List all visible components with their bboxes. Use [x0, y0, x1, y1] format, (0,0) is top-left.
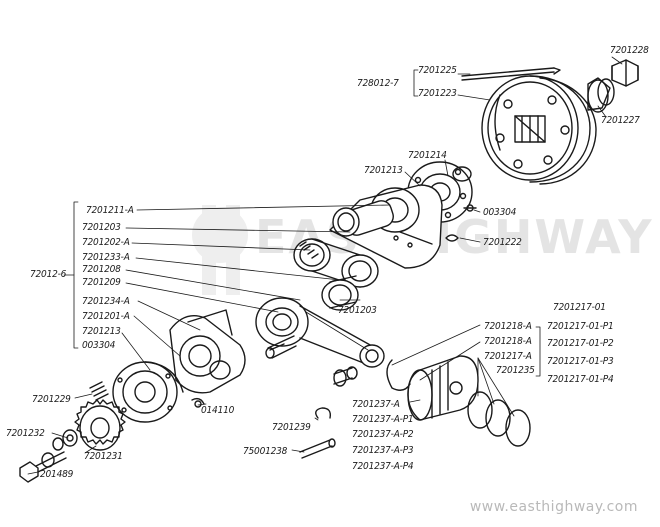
label-7201217-A: 7201217-A	[484, 351, 532, 362]
circlip	[315, 407, 332, 419]
label-7201232: 7201232	[6, 428, 45, 439]
label-7201235: 7201235	[496, 365, 535, 376]
label-7201239: 7201239	[272, 422, 311, 433]
label-7201217-01-P1: 7201217-01-P1	[547, 321, 614, 332]
label-7201222: 7201222	[483, 237, 522, 248]
leader-lines	[27, 56, 623, 475]
label-7201201-A: 7201201-A	[82, 311, 130, 322]
label-003304-left: 003304	[82, 340, 116, 351]
label-7201237-A: 7201237-A	[352, 399, 400, 410]
label-728012-7: 728012-7	[357, 78, 399, 89]
label-7201203-mid: 7201203	[338, 305, 377, 316]
label-7201218-A-2: 7201218-A	[484, 336, 532, 347]
label-7201233-A: 7201233-A	[82, 252, 130, 263]
watermark-logo	[192, 205, 248, 295]
needle-bearings	[293, 238, 379, 311]
label-7201231: 7201231	[84, 451, 123, 462]
label-7201237-A-P4: 7201237-A-P4	[352, 461, 414, 472]
label-7201217-01: 7201217-01	[553, 302, 606, 313]
label-7201213-top: 7201213	[364, 165, 403, 176]
crank-web-upper	[329, 184, 443, 269]
label-7201234-A: 7201234-A	[82, 296, 130, 307]
crank-web-lower	[169, 309, 246, 394]
label-7201237-A-P3: 7201237-A-P3	[352, 445, 414, 456]
rollers	[269, 343, 358, 387]
label-7201203-left: 7201203	[82, 222, 121, 233]
piston-pin	[299, 438, 336, 459]
label-72012-6: 72012-6	[30, 269, 67, 280]
label-7201202-A: 7201202-A	[82, 237, 130, 248]
label-7201228: 7201228	[610, 45, 649, 56]
label-7201211-A: 7201211-A	[86, 205, 134, 216]
label-7201225: 7201225	[418, 65, 457, 76]
drum-assembly	[461, 59, 639, 185]
flywheel-hub	[112, 361, 184, 423]
piston-clip	[386, 359, 411, 391]
label-003304-right: 003304	[483, 207, 517, 218]
label-7201229: 7201229	[32, 394, 71, 405]
label-7201217-01-P4: 7201217-01-P4	[547, 374, 614, 385]
piston	[407, 355, 479, 421]
sprocket	[52, 399, 126, 451]
label-7201209: 7201209	[82, 277, 121, 288]
label-7201237-A-P2: 7201237-A-P2	[352, 429, 414, 440]
label-7201217-01-P3: 7201217-01-P3	[547, 356, 614, 367]
label-7201214: 7201214	[408, 150, 447, 161]
bolt	[19, 451, 67, 483]
label-014110: 014110	[201, 405, 235, 416]
piston-rings	[467, 391, 531, 447]
label-201489: 201489	[40, 469, 74, 480]
website-watermark[interactable]: www.easthighway.com	[469, 499, 638, 515]
label-7201237-A-P1: 7201237-A-P1	[352, 414, 414, 425]
label-7201217-01-P2: 7201217-01-P2	[547, 338, 614, 349]
label-7201208: 7201208	[82, 264, 121, 275]
spring	[89, 381, 109, 401]
label-75001238: 75001238	[243, 446, 288, 457]
label-7201213-left: 7201213	[82, 326, 121, 337]
small-bolts	[191, 204, 477, 408]
label-7201227: 7201227	[601, 115, 640, 126]
label-7201218-A: 7201218-A	[484, 321, 532, 332]
label-7201223: 7201223	[418, 88, 457, 99]
